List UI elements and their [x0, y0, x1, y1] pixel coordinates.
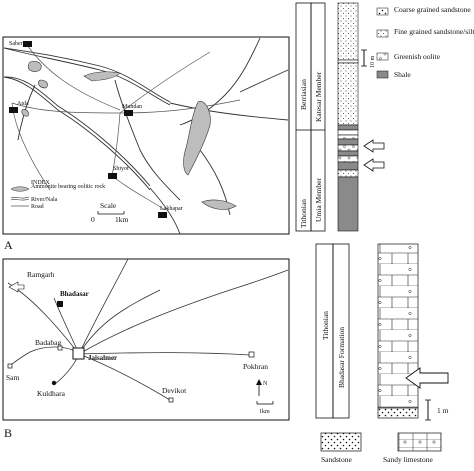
scale-bar-a-label: 10 m — [370, 56, 376, 69]
place-label-badabag: Badabag — [35, 338, 61, 347]
legend-limestone-swatch — [397, 432, 442, 452]
map-b-frame — [2, 258, 290, 421]
place-label-sabera: Sabera — [9, 41, 26, 47]
marker-sabera — [23, 41, 32, 47]
index-river-symbol — [10, 196, 30, 201]
map-a-index: INDEX Ammonite bearing oolitic rock Rive… — [10, 180, 105, 210]
level-arrow-b — [405, 367, 449, 389]
place-label-pokhran: Pokhran — [243, 362, 268, 371]
lithology-column-b — [377, 243, 419, 419]
member-katesar: Katesar Member — [314, 71, 323, 122]
marker-kuldhara — [51, 380, 57, 386]
place-label-atda: Atda — [17, 101, 29, 107]
index-oolite-symbol — [10, 186, 30, 192]
place-label-mundan: Mundan — [122, 104, 142, 110]
place-label-kuldhara: Kuldhara — [37, 389, 66, 398]
index-river-label: River/Nala — [31, 197, 58, 203]
marker-badabag — [57, 345, 63, 351]
arrow-level-2 — [363, 158, 385, 172]
panel-label-a: A — [4, 238, 13, 252]
marker-bhadasar — [57, 301, 63, 307]
map-a-frame — [2, 36, 290, 235]
legend-sandstone-swatch — [320, 432, 362, 452]
level-arrows-a — [363, 139, 385, 172]
place-label-jaisalmer: Jaisalmer — [88, 354, 117, 362]
place-markers — [9, 41, 167, 218]
scale-bar-a: 10 m — [361, 49, 376, 69]
legend-fine-label: Fine grained sandstone/siltstone — [394, 27, 474, 36]
formation-bhadasar: Bhadasar Formation — [337, 327, 346, 388]
stage-berriasian: Berriasian — [299, 79, 308, 110]
map-a-scale: Scale 0 1km — [91, 201, 129, 224]
oolitic-outcrops — [21, 61, 237, 210]
scale-end: 1km — [115, 215, 129, 224]
place-label-bhadasar: Bhadasar — [60, 290, 89, 298]
place-label-shiyot: Shiyot — [113, 166, 129, 172]
stage-tithonian-a: Tithonian — [299, 199, 308, 228]
place-label-ramgarh: Ramgarh — [27, 270, 55, 279]
arrow-level-1 — [363, 139, 385, 153]
marker-mundan — [124, 110, 133, 116]
panel-b-map: Ramgarh Bhadasar Badabag Jaisalmer Sam K… — [2, 258, 290, 440]
place-label-sam: Sam — [6, 373, 20, 382]
north-arrow-icon: N — [256, 379, 268, 396]
marker-atda — [9, 107, 18, 113]
map-b-scale-label: 1km — [259, 409, 270, 415]
marker-jaisalmer — [72, 347, 85, 360]
marker-pokhran — [248, 351, 255, 358]
legend-sandstone-label: Sandstone — [321, 455, 353, 464]
ramgarh-arrow-icon — [8, 281, 25, 293]
panel-a-map: Sabera Atda Mundan Shiyot Lakhapar INDEX… — [2, 36, 290, 252]
index-oolite-label: Ammonite bearing oolitic rock — [31, 184, 105, 190]
panel-a-column: Berriasian Tithonian Katesar Member Umia… — [295, 2, 474, 232]
legend-oolite-label: Greenish oolite — [394, 52, 441, 61]
north-label: N — [263, 381, 268, 387]
panel-b-column: Tithonian Bhadasar Formation 1 m Sandsto… — [315, 243, 449, 464]
panel-label-b: B — [4, 426, 12, 440]
map-b-scale: 1km — [256, 401, 274, 415]
scale-bar-b-label: 1 m — [437, 406, 449, 415]
lithology-legend-b: Sandstone Sandy limestone — [320, 432, 442, 464]
marker-devikot — [168, 397, 174, 403]
scale-bar-b: 1 m — [425, 399, 449, 421]
stage-tithonian-b: Tithonian — [321, 311, 330, 340]
scale-title: Scale — [100, 201, 117, 210]
index-title: INDEX — [31, 180, 50, 186]
member-umia: Umia Member — [314, 178, 323, 222]
legend-limestone-label: Sandy limestone — [383, 455, 433, 464]
index-road-label: Road — [31, 204, 44, 210]
legend-shale-label: Shale — [394, 70, 411, 79]
place-label-lakhapar: Lakhapar — [160, 206, 183, 212]
marker-shiyot — [108, 173, 117, 179]
marker-sam — [7, 363, 13, 369]
lithology-legend-a: Coarse grained sandstone Fine grained sa… — [376, 5, 474, 79]
scale-start: 0 — [91, 215, 95, 224]
lithology-column-a — [337, 2, 359, 232]
legend-coarse-label: Coarse grained sandstone — [394, 5, 471, 14]
place-label-devikot: Devikot — [162, 386, 187, 395]
marker-lakhapar — [158, 212, 167, 218]
